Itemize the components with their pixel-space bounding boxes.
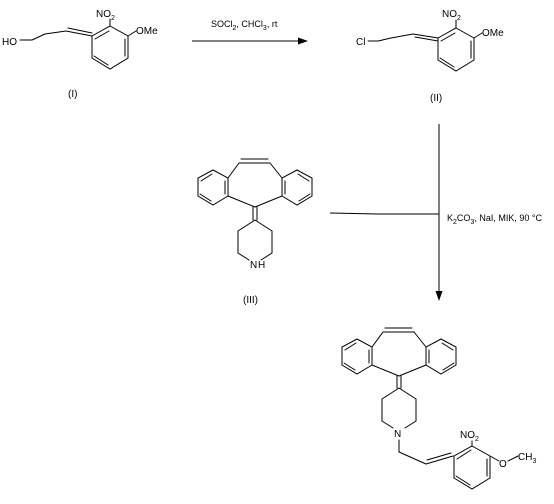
- compound-3-ring-bond: [227, 162, 240, 179]
- compound-4-methyl-label: CH3: [518, 452, 536, 465]
- compound-4-left-ring-outline: [341, 338, 373, 375]
- compound-3-ring-bond: [254, 219, 273, 232]
- compound-4-chain-bond: [425, 455, 454, 465]
- compound-1-label: (I): [68, 89, 77, 100]
- compound-4-ring-bond: [371, 364, 400, 377]
- compound-1-chain-bond: [44, 30, 67, 35]
- compound-1-chain-bond: [31, 33, 46, 41]
- compound-1-double-bond: [93, 55, 109, 66]
- compound-3-ring-bond: [237, 252, 250, 261]
- compound-4-cycloheptene-ring: [371, 327, 427, 377]
- compound-3-left-benzene-ring: [197, 169, 229, 206]
- compound-4-methoxy-bond: [507, 455, 519, 462]
- compound-4-ring-bond: [381, 420, 394, 429]
- reaction-2-arrow: [329, 124, 443, 301]
- compound-2-label: (II): [430, 93, 442, 104]
- compound-4-double-bond: [455, 475, 471, 486]
- compound-4-double-bond: [343, 362, 356, 371]
- compound-4-left-benzene-ring: [341, 338, 373, 375]
- reaction-1-arrow-head: [298, 37, 308, 45]
- compound-2-chain-bond: [390, 33, 414, 39]
- compound-1-hydroxyl-label: HO: [2, 37, 17, 48]
- compound-4-ring-bond: [398, 364, 427, 377]
- compound-4-double-bond: [456, 449, 472, 460]
- compound-4-double-bond: [441, 342, 454, 351]
- reaction-1-arrow: [192, 37, 308, 45]
- reaction-2-conditions: K2CO3, NaI, MIK, 90 °C: [447, 213, 542, 226]
- compound-3-double-bond: [297, 173, 310, 182]
- compound-4-amine-label: N: [394, 429, 401, 440]
- compound-3-ring-bond: [237, 219, 256, 232]
- compound-3-double-bond: [200, 173, 213, 182]
- compound-3-double-bond: [298, 193, 311, 202]
- reaction-1-conditions: SOCl2, CHCl3, rt: [211, 19, 278, 32]
- compound-4-aryl-ring: [453, 445, 491, 490]
- compound-1-methoxy-label: OMe: [136, 26, 158, 37]
- compound-2-chain-bond: [377, 37, 392, 42]
- compound-2-methoxy-bond: [473, 32, 483, 39]
- compound-3-ring-bond: [227, 195, 256, 208]
- compound-3-amine-h-label: H: [258, 260, 265, 271]
- compound-4-double-bond: [344, 342, 357, 351]
- compound-4-right-benzene-ring: [425, 338, 457, 375]
- compound-4-aryl-ring-outline: [453, 445, 491, 490]
- reaction-2-reagent-feed-line: [329, 212, 379, 215]
- compound-3-structure: N H (III): [197, 158, 313, 306]
- compound-3-double-bond: [199, 193, 212, 202]
- compound-1-double-bond: [94, 30, 110, 40]
- compound-3-right-ring-outline: [281, 169, 313, 206]
- compound-3-amine-label: N: [250, 260, 257, 271]
- compound-3-label: (III): [243, 295, 258, 306]
- compound-4-ring-bond: [371, 331, 384, 348]
- compound-4-nitro-label: NO2: [460, 430, 479, 443]
- compound-2-nitro-label: NO2: [442, 9, 461, 22]
- compound-1-nitro-label: NO2: [96, 9, 115, 22]
- compound-3-right-benzene-ring: [281, 169, 313, 206]
- compound-3-ring-bond: [254, 195, 283, 208]
- compound-4-chain-double-bond: [426, 452, 452, 461]
- compound-2-ring-outline: [437, 27, 475, 72]
- compound-4-structure: N NO2 O CH3: [341, 327, 536, 490]
- compound-2-chain-bond: [412, 33, 439, 39]
- compound-4-piperidine-ring: [381, 387, 417, 429]
- compound-3-cycloheptene-ring: [227, 158, 283, 208]
- compound-2-methoxy-label: OMe: [482, 28, 504, 39]
- compound-2-benzene-ring: [437, 27, 475, 72]
- compound-2-double-bond: [440, 32, 456, 42]
- reaction-2-arrow-head: [435, 291, 443, 301]
- compound-4-ring-bond: [381, 387, 400, 400]
- compound-4-methoxy-o-label: O: [499, 459, 507, 470]
- compound-4-chain-bond: [398, 451, 427, 465]
- compound-2-structure: Cl NO2 OMe (II): [356, 9, 504, 104]
- compound-1-chain-double-bond: [67, 27, 93, 34]
- compound-1-methoxy-bond: [127, 30, 137, 37]
- degree-celsius-glyph: °C: [532, 213, 543, 223]
- compound-4-ring-bond: [404, 420, 417, 429]
- compound-1-chain-bond: [65, 30, 93, 37]
- compound-2-chloro-label: Cl: [356, 37, 365, 48]
- compound-2-chain-double-bond: [414, 36, 439, 42]
- compound-1-ring-outline: [91, 25, 129, 70]
- compound-4-ring-bond: [398, 387, 417, 400]
- compound-4-methoxy-bond: [489, 455, 500, 462]
- compound-1-benzene-ring: [91, 25, 129, 70]
- compound-4-right-ring-outline: [425, 338, 457, 375]
- compound-1-structure: HO NO2 OMe (I): [2, 9, 158, 100]
- compound-3-piperidine-ring: [237, 219, 273, 261]
- compound-3-left-ring-outline: [197, 169, 229, 206]
- compound-4-ring-bond: [413, 331, 427, 348]
- compound-4-double-bond: [442, 362, 455, 371]
- compound-3-ring-bond: [269, 162, 283, 179]
- compound-3-ring-bond: [260, 252, 273, 261]
- compound-2-double-bond: [439, 57, 455, 68]
